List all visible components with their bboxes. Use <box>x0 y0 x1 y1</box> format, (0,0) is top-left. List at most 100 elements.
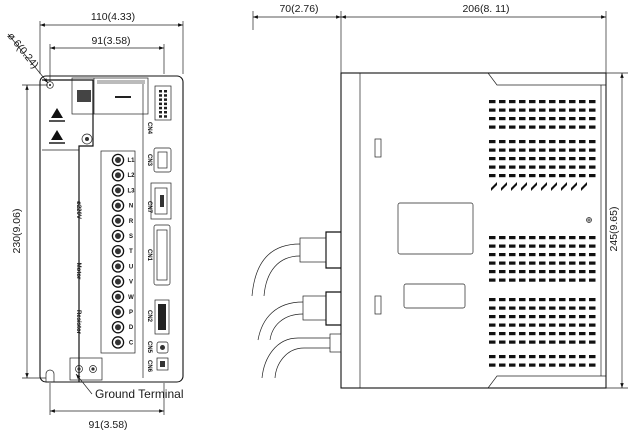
vent-slot <box>509 323 516 327</box>
vent-slot <box>489 253 496 257</box>
vent-slot <box>549 117 556 121</box>
vent-slot <box>519 236 526 240</box>
terminal-letter: R <box>129 219 134 225</box>
vent-slot <box>499 157 506 161</box>
vent-slot <box>509 100 516 104</box>
vent-slot <box>489 363 496 367</box>
label-cn3: CN3 <box>146 154 152 167</box>
vent-slot <box>569 108 576 112</box>
vent-slot <box>579 340 586 344</box>
vent-slot <box>489 108 496 112</box>
cn4-pin <box>159 111 162 114</box>
vent-slot <box>589 125 596 129</box>
vent-slot <box>529 236 536 240</box>
vent-slot <box>509 363 516 367</box>
vent-slot <box>519 165 526 169</box>
terminal-screw-head <box>115 233 121 239</box>
vent-slot <box>569 100 576 104</box>
label-cn1: CN1 <box>146 249 152 262</box>
vent-slot <box>579 165 586 169</box>
vent-slot <box>539 298 546 302</box>
vent-slot <box>549 315 556 319</box>
vent-slot <box>589 298 596 302</box>
cn4-pin <box>159 98 162 101</box>
cable-3-plug <box>329 333 342 353</box>
vent-slot <box>509 270 516 274</box>
vent-slot <box>579 270 586 274</box>
cn4-pin <box>159 90 162 93</box>
cn4-pin <box>164 102 167 106</box>
vent-slot <box>529 315 536 319</box>
dim-front-width: 110(4.33) <box>91 11 135 23</box>
vent-slot <box>549 100 556 104</box>
vent-slot <box>559 140 566 144</box>
vent-slot <box>529 244 536 248</box>
brand-label-panel <box>71 77 149 115</box>
vent-slot <box>499 244 506 248</box>
vent-slot <box>519 108 526 112</box>
vent-slot <box>569 125 576 129</box>
vent-slot <box>529 108 536 112</box>
vent-slot <box>489 100 496 104</box>
terminal-screw-head <box>115 157 121 163</box>
vent-slot <box>579 306 586 310</box>
dim-hole-diameter: ø 6(0.24) <box>5 30 41 71</box>
cable-1-wire-b <box>263 255 301 297</box>
cn4-pin <box>164 115 167 118</box>
vent-slot <box>569 244 576 248</box>
vent-slot <box>579 315 586 319</box>
vent-slot <box>539 108 546 112</box>
vent-slot <box>569 174 576 178</box>
cn4-pin <box>159 102 162 106</box>
vent-slot <box>489 148 496 152</box>
vent-slot <box>539 174 546 178</box>
vent-slot <box>509 332 516 336</box>
connector-cn6 <box>156 357 169 371</box>
vent-slot <box>549 157 556 161</box>
vent-slot <box>549 340 556 344</box>
vent-slot <box>519 323 526 327</box>
vent-slot <box>569 332 576 336</box>
front-screw <box>81 133 93 145</box>
cable-2-wire-b <box>269 313 304 341</box>
ground-screw-1-head <box>77 367 81 371</box>
vent-slot <box>489 236 496 240</box>
vent-slot <box>519 174 526 178</box>
vent-slot <box>559 355 566 359</box>
connector-cn5 <box>156 341 169 354</box>
side-heatsink-bottom <box>487 375 606 389</box>
vent-slot <box>519 332 526 336</box>
vent-slot <box>569 270 576 274</box>
vent-slot <box>489 355 496 359</box>
vent-slot <box>579 244 586 248</box>
vent-slot <box>489 278 496 282</box>
terminal-screw-head <box>115 217 121 224</box>
label-cn2: CN2 <box>146 310 152 323</box>
cn4-pin <box>159 115 162 118</box>
vent-slot <box>489 306 496 310</box>
vent-slot <box>539 278 546 282</box>
vent-slot <box>569 165 576 169</box>
vent-slot <box>579 298 586 302</box>
connector-rj45 <box>150 182 172 220</box>
label-stripe <box>97 80 145 84</box>
terminal-letter: L2 <box>127 173 135 179</box>
cn4-pin <box>159 94 162 97</box>
vent-slot <box>509 306 516 310</box>
vent-slot <box>529 261 536 265</box>
vent-slot <box>579 125 586 129</box>
vent-slot-diagonal <box>491 182 497 191</box>
vent-slot <box>489 165 496 169</box>
terminal-screw-head <box>115 293 121 300</box>
vent-slot <box>559 244 566 248</box>
vent-slot <box>549 332 556 336</box>
terminal-screw-head <box>115 278 121 285</box>
vent-slot <box>499 355 506 359</box>
cable-1-wire-a <box>251 243 301 297</box>
vent-slot <box>539 157 546 161</box>
vent-slot <box>519 278 526 282</box>
vent-slot <box>569 261 576 265</box>
vent-slot <box>579 148 586 152</box>
vent-slot <box>539 140 546 144</box>
